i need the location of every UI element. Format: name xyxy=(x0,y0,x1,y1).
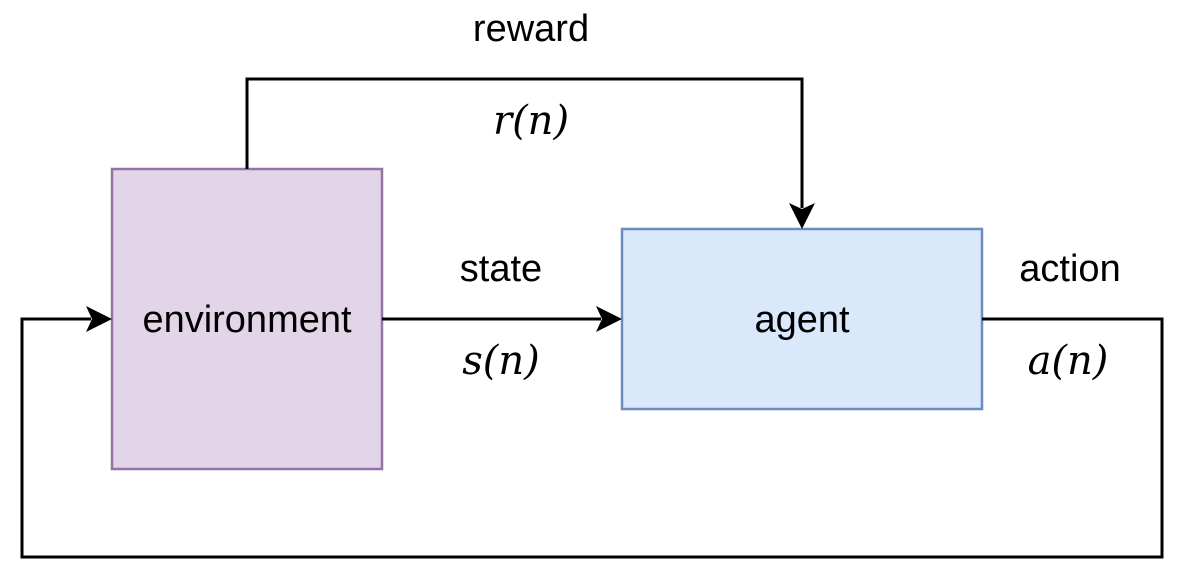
environment-node: environment xyxy=(110,167,384,471)
state-edge: state s(n) xyxy=(382,248,622,384)
action-edge: action a(n) xyxy=(20,248,1164,559)
agent-box xyxy=(620,227,984,411)
state-label: state xyxy=(460,248,542,290)
reward-arrowhead xyxy=(789,203,815,229)
environment-box xyxy=(110,167,384,471)
action-arrowhead xyxy=(86,306,112,332)
reward-connector xyxy=(245,77,804,208)
action-connector xyxy=(20,317,1164,559)
reward-edge: reward r(n) xyxy=(245,8,815,229)
reward-label: reward xyxy=(473,8,589,50)
action-math-label: a(n) xyxy=(1028,338,1109,384)
state-arrowhead xyxy=(596,306,622,332)
environment-label: environment xyxy=(142,299,352,341)
agent-node: agent xyxy=(620,227,984,411)
action-label: action xyxy=(1019,248,1120,290)
agent-label: agent xyxy=(754,299,850,341)
state-math-label: s(n) xyxy=(462,338,540,384)
reward-math-label: r(n) xyxy=(493,98,569,144)
